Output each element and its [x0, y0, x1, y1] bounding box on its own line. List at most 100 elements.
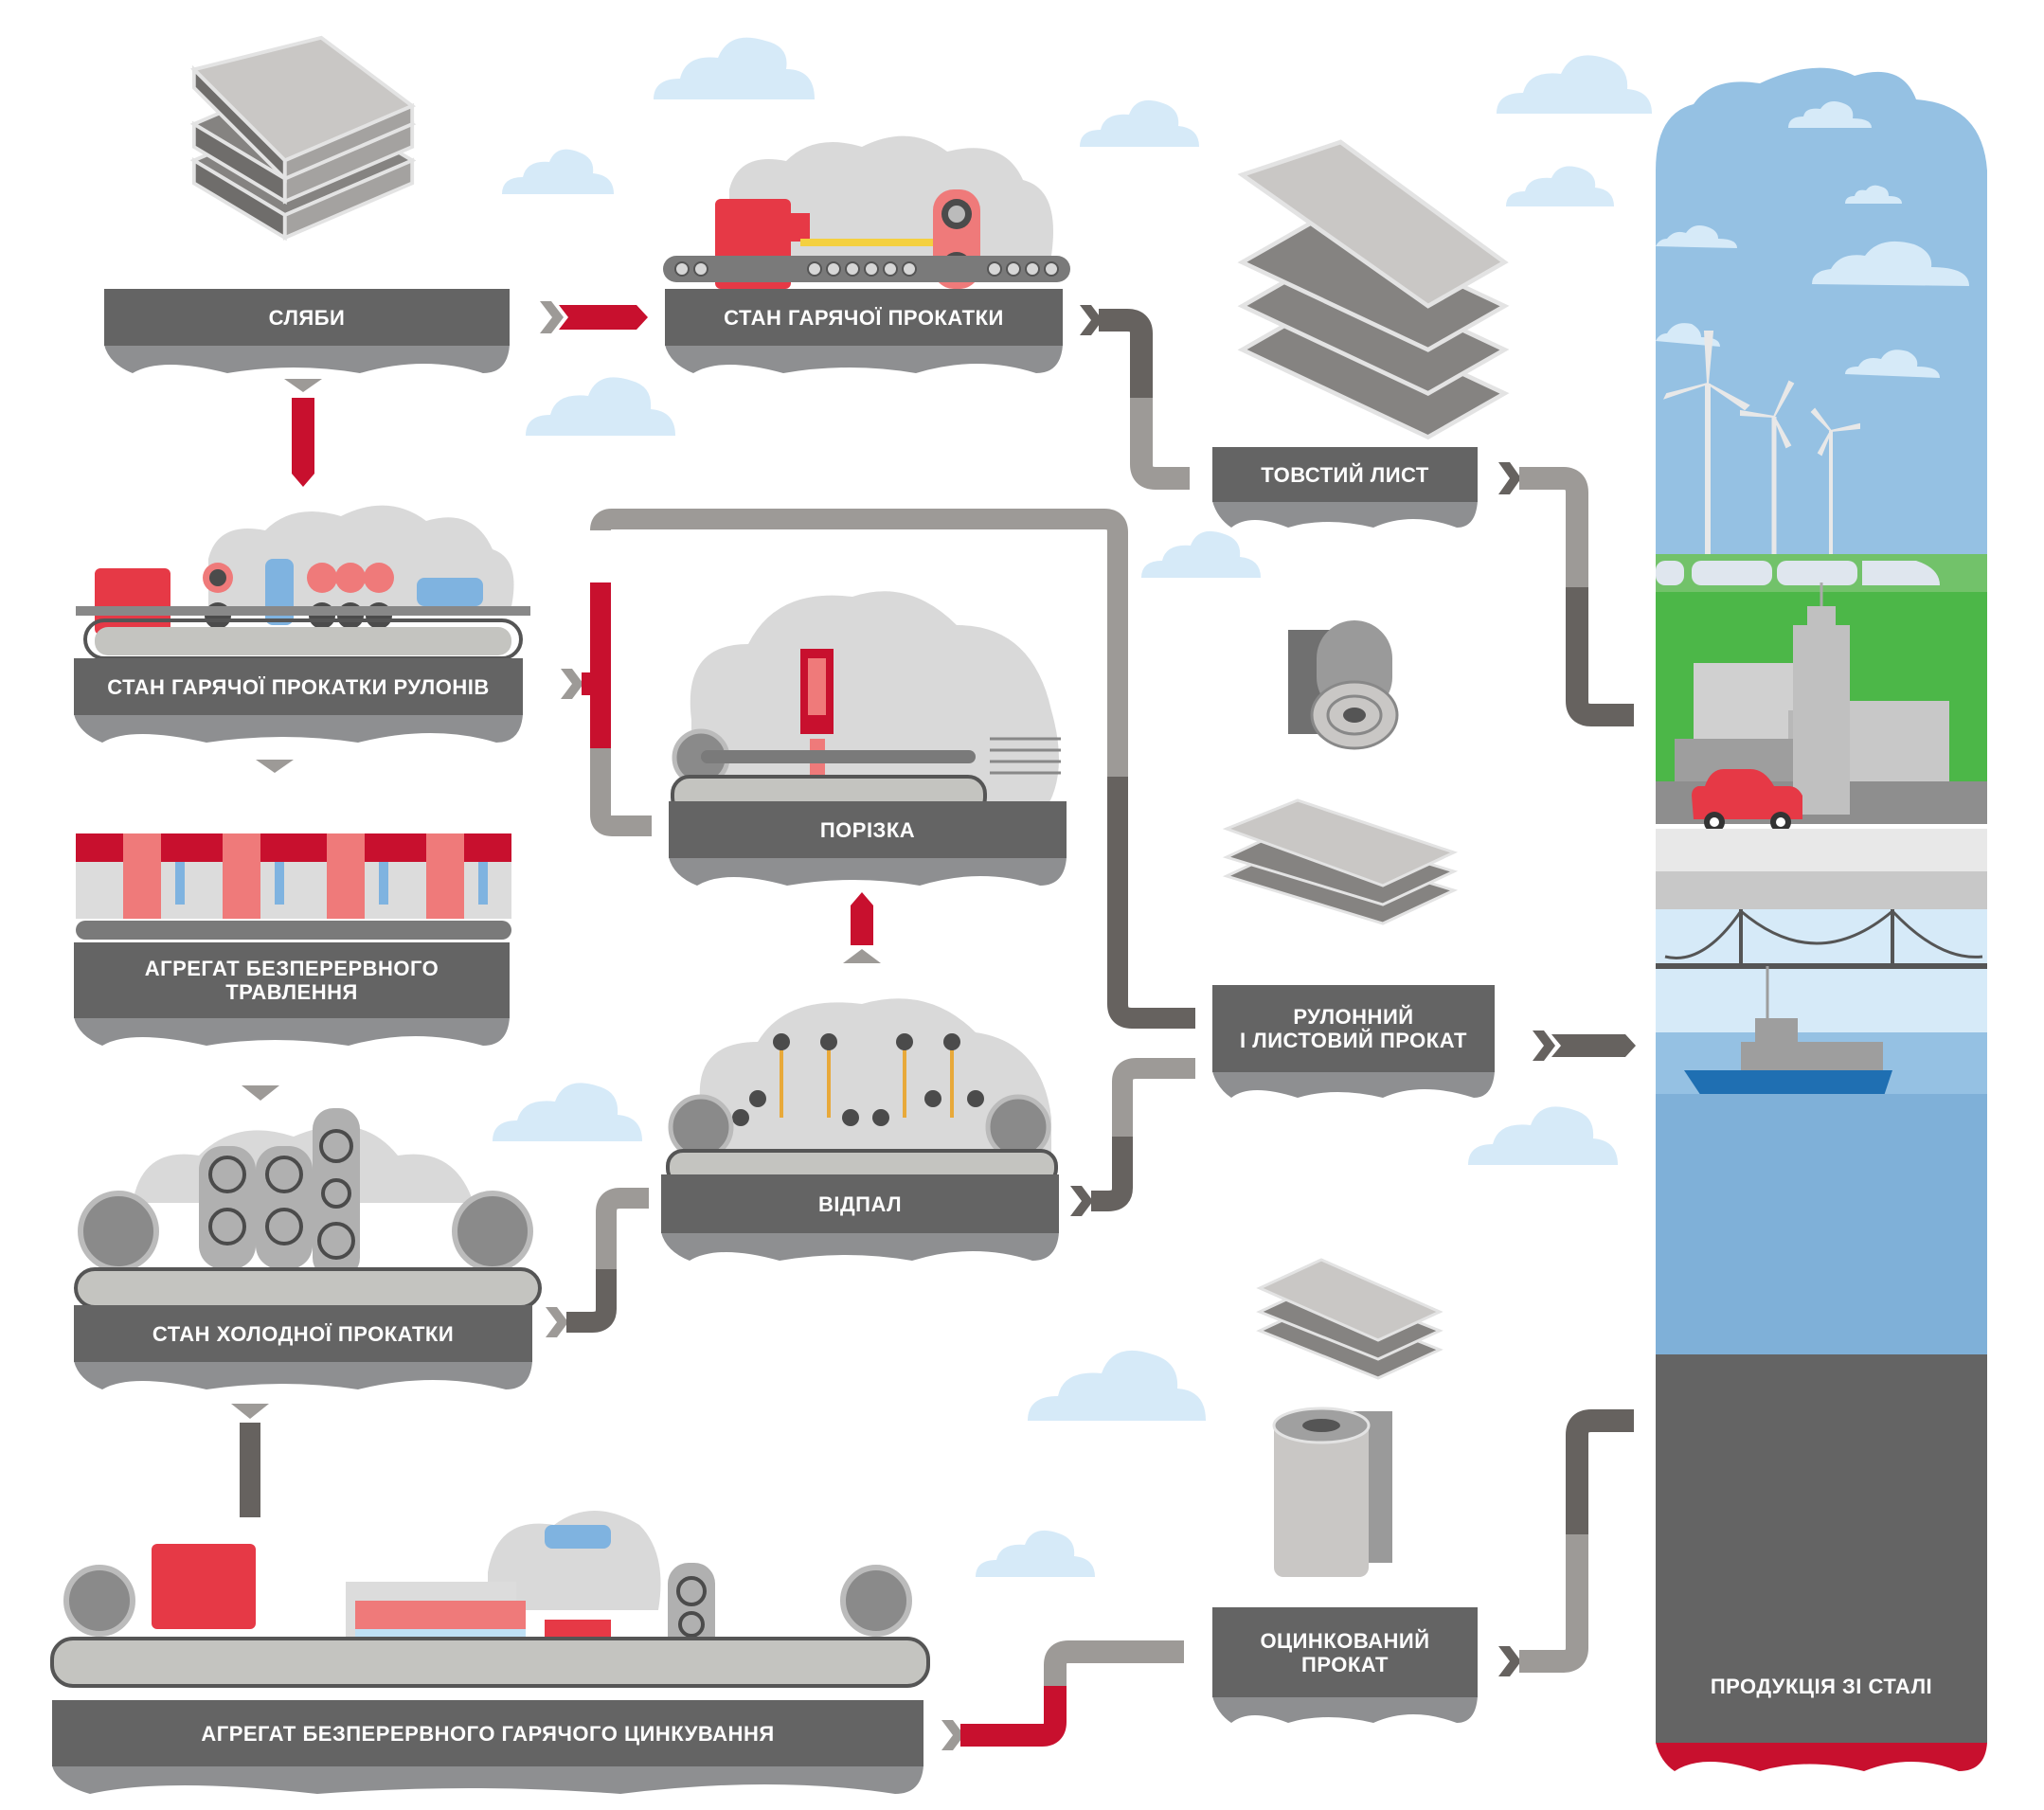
flow-connector	[960, 1686, 1067, 1747]
stage-label-text: СТАН ХОЛОДНОЇ ПРОКАТКИ	[152, 1321, 455, 1346]
label-shadow	[1212, 1071, 1495, 1098]
flow-connector	[240, 1423, 260, 1517]
flow-connector	[1566, 587, 1634, 726]
stage-label-hot-strip-mill: СТАН ГАРЯЧОЇ ПРОКАТКИ РУЛОНІВ	[74, 658, 523, 715]
flow-connector	[1112, 1058, 1195, 1137]
chevron-up-icon	[843, 949, 881, 963]
flow-connector	[1099, 309, 1153, 398]
steam-cloud	[488, 1511, 661, 1610]
flow-connector	[1519, 467, 1588, 587]
column-base	[1656, 1743, 1987, 1771]
end-use-label: ПРОДУКЦІЯ ЗІ СТАЛІ	[1656, 1629, 1987, 1743]
stage-label-annealing: ВІДПАЛ	[661, 1174, 1059, 1233]
plate-stack-icon	[1237, 139, 1510, 440]
label-shadow	[665, 345, 1063, 373]
stage-label-cold-rolling-mill: СТАН ХОЛОДНОЇ ПРОКАТКИ	[74, 1305, 532, 1362]
flow-arrow-red	[559, 305, 648, 330]
city	[1656, 582, 1987, 824]
flow-connector	[1044, 1640, 1184, 1686]
flow-arrow	[1551, 1034, 1636, 1057]
label-shadow	[1212, 501, 1478, 528]
bridge-icon	[1656, 908, 1987, 969]
stage-label-slabs: СЛЯБИ	[104, 289, 510, 346]
product-label-text: ОЦИНКОВАНИЙ	[1260, 1628, 1430, 1653]
flow-connector	[596, 1188, 649, 1269]
furnace	[152, 1544, 256, 1629]
chevron-right-icon	[1080, 305, 1103, 335]
hot-rolling-mill-illustration	[663, 135, 1070, 289]
sky-cloud	[1506, 166, 1614, 206]
flow-arrow-red	[292, 398, 314, 487]
stage-label-hot-rolling-mill: СТАН ГАРЯЧОЇ ПРОКАТКИ	[665, 289, 1063, 346]
flow-connector	[1130, 398, 1190, 490]
label-shadow	[104, 345, 510, 373]
galvanized-coil-icon	[1272, 1407, 1392, 1577]
galvanized-sheet-stack-icon	[1256, 1258, 1443, 1380]
chevron-down-icon	[242, 1085, 279, 1101]
cold-rolling-mill-illustration	[74, 1108, 542, 1309]
sky-cloud	[976, 1530, 1095, 1577]
train	[1656, 561, 1940, 585]
road	[1656, 829, 1987, 871]
flow-arrow-red	[851, 892, 873, 945]
chevron-down-icon	[256, 760, 294, 773]
label-shadow	[1212, 1696, 1478, 1723]
sky-cloud	[1468, 1106, 1618, 1165]
stage-label-text: АГРЕГАТ БЕЗПЕРЕРВНОГО	[144, 957, 439, 980]
stage-label-cutting: ПОРІЗКА	[669, 801, 1067, 858]
stage-label-text: ВІДПАЛ	[817, 1192, 903, 1216]
chevron-down-icon	[284, 379, 322, 392]
product-label-text: РУЛОННИЙ	[1293, 1005, 1414, 1029]
pickling-line-illustration	[76, 833, 511, 940]
stage-label-text: СТАН ГАРЯЧОЇ ПРОКАТКИ	[724, 305, 1004, 330]
cutting-illustration	[671, 591, 1061, 816]
skyscraper	[1793, 625, 1850, 815]
sky-cloud	[502, 149, 614, 194]
flow-connector	[1519, 1534, 1588, 1673]
sheet-stack-icon	[1222, 798, 1459, 925]
ship-icon	[1684, 966, 1892, 1099]
stage-label-text: АГРЕГАТ БЕЗПЕРЕРВНОГО ГАРЯЧОГО ЦИНКУВАНН…	[201, 1721, 775, 1746]
stage-label-text: СТАН ГАРЯЧОЇ ПРОКАТКИ РУЛОНІВ	[107, 674, 490, 699]
chevron-right-icon	[1498, 462, 1521, 494]
wind-turbines	[1663, 331, 1860, 554]
coil-icon	[1288, 620, 1399, 750]
stage-label-text: ПОРІЗКА	[819, 817, 916, 842]
chevron-right-icon	[540, 301, 564, 333]
label-shadow	[74, 1017, 510, 1046]
flow-connector	[1107, 777, 1195, 1029]
sky-cloud	[654, 37, 815, 99]
end-use-label-text: ПРОДУКЦІЯ ЗІ СТАЛІ	[1710, 1674, 1933, 1698]
chevron-down-icon	[231, 1404, 269, 1419]
sky-cloud	[1080, 99, 1199, 147]
label-shadow	[74, 1361, 532, 1389]
product-label-text: ПРОКАТ	[1301, 1652, 1389, 1676]
sky-cloud	[526, 377, 675, 436]
product-label-text: ТОВСТИЙ ЛИСТ	[1261, 462, 1429, 487]
flow-connector	[590, 509, 1128, 777]
river	[1656, 909, 1987, 1032]
chevron-right-icon	[1533, 1030, 1555, 1061]
galvanizing-line-illustration	[50, 1511, 930, 1688]
stage-label-galvanizing-line: АГРЕГАТ БЕЗПЕРЕРВНОГО ГАРЯЧОГО ЦИНКУВАНН…	[52, 1700, 923, 1766]
slabs-stack-icon	[189, 35, 417, 242]
flow-connector	[590, 748, 652, 836]
annealing-illustration	[666, 998, 1058, 1186]
chevron-right-icon	[1498, 1646, 1521, 1676]
product-label-text: І ЛИСТОВИЙ ПРОКАТ	[1240, 1029, 1467, 1052]
furnace	[95, 568, 170, 635]
steel-products-column	[1656, 67, 1987, 1771]
chevron-right-icon	[546, 1307, 568, 1337]
roller-conveyor	[76, 921, 511, 940]
chevron-right-icon	[561, 669, 583, 699]
car-icon	[1692, 769, 1802, 833]
hot-strip-mill-illustration	[76, 505, 530, 660]
product-label-plate: ТОВСТИЙ ЛИСТ	[1212, 447, 1478, 502]
label-shadow	[661, 1232, 1059, 1261]
flow-connector	[566, 1269, 617, 1333]
flow-connector	[1091, 1137, 1133, 1211]
